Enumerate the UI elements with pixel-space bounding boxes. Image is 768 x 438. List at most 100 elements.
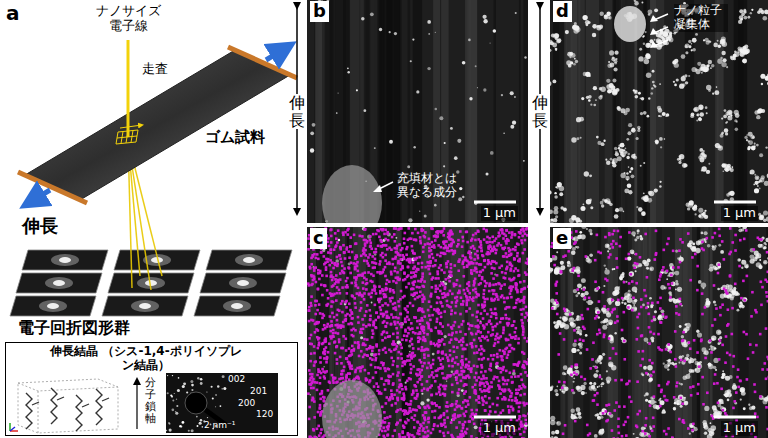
- mapped-pixel: [411, 245, 414, 248]
- mapped-pixel: [404, 436, 407, 438]
- mapped-pixel: [477, 304, 480, 307]
- mapped-pixel: [366, 260, 369, 263]
- mapped-pixel: [508, 350, 511, 353]
- reflection: [169, 429, 172, 432]
- mapped-pixel: [488, 285, 491, 288]
- reflection: [174, 393, 175, 394]
- diffraction-tile: [102, 296, 188, 316]
- mapped-pixel: [473, 339, 476, 342]
- mapped-pixel: [310, 295, 313, 298]
- mapped-pixel: [419, 371, 422, 374]
- particle: [389, 31, 391, 33]
- reflection: [196, 416, 198, 418]
- mapped-pixel: [331, 335, 334, 338]
- mapped-pixel: [352, 262, 355, 265]
- mapped-pixel: [523, 287, 526, 290]
- mapped-pixel: [454, 312, 457, 315]
- mapped-pixel: [336, 358, 339, 361]
- mapped-pixel: [478, 337, 481, 340]
- mapped-pixel: [414, 332, 417, 335]
- mapped-pixel: [428, 237, 431, 240]
- mapped-pixel: [388, 399, 391, 402]
- particle: [310, 131, 314, 135]
- mapped-pixel: [391, 263, 394, 266]
- mapped-pixel: [377, 316, 380, 319]
- mapped-pixel: [488, 241, 491, 244]
- particle: [454, 156, 458, 160]
- mapped-pixel: [427, 309, 430, 312]
- mapped-pixel: [398, 305, 401, 308]
- mapped-pixel: [423, 353, 426, 356]
- mapped-pixel: [403, 237, 406, 240]
- mapped-pixel: [447, 359, 450, 362]
- mapped-pixel: [492, 403, 495, 406]
- mapped-pixel: [319, 406, 322, 409]
- mapped-pixel: [342, 321, 345, 324]
- mapped-pixel: [447, 360, 450, 363]
- mapped-pixel: [483, 309, 486, 312]
- mapped-pixel: [515, 392, 518, 395]
- mapped-pixel: [495, 283, 498, 286]
- mapped-pixel: [375, 327, 378, 330]
- mapped-pixel: [394, 316, 397, 319]
- mapped-pixel: [395, 327, 398, 330]
- mapped-pixel: [378, 236, 381, 239]
- mapped-pixel: [407, 227, 410, 230]
- mapped-pixel: [476, 351, 479, 354]
- mapped-pixel: [522, 333, 525, 336]
- mapped-pixel: [433, 308, 436, 311]
- mapped-pixel: [527, 319, 528, 322]
- mapped-pixel: [472, 234, 475, 237]
- reflection: [200, 382, 203, 385]
- mapped-pixel: [464, 399, 467, 402]
- particle: [310, 148, 314, 152]
- reflection: [191, 384, 194, 387]
- diffraction-inset: 0022012001202 nm⁻¹: [166, 373, 278, 433]
- reflection: [196, 425, 198, 427]
- mapped-pixel: [313, 416, 316, 419]
- mapped-pixel: [393, 429, 396, 432]
- sample-label: ゴム試料: [205, 129, 265, 146]
- mapped-pixel: [503, 233, 506, 236]
- mapped-pixel: [499, 229, 502, 232]
- mapped-pixel: [308, 234, 311, 237]
- mapped-pixel: [458, 260, 461, 263]
- diffraction-halo: [51, 254, 79, 266]
- mapped-pixel: [422, 422, 425, 425]
- mapped-pixel: [477, 330, 480, 333]
- mapped-pixel: [318, 303, 321, 306]
- particle: [440, 281, 441, 282]
- mapped-pixel: [524, 415, 527, 418]
- reflection: [202, 426, 204, 428]
- mapped-pixel: [505, 229, 508, 232]
- mapped-pixel: [384, 302, 387, 305]
- particle: [379, 28, 382, 31]
- mapped-pixel: [394, 227, 397, 230]
- mapped-pixel: [388, 398, 391, 401]
- mapped-pixel: [526, 374, 528, 377]
- mapped-pixel: [323, 375, 326, 378]
- mapped-pixel: [330, 305, 333, 308]
- mapped-pixel: [438, 406, 441, 409]
- mapped-pixel: [474, 253, 477, 256]
- mapped-pixel: [391, 395, 394, 398]
- mapped-pixel: [429, 272, 432, 275]
- mapped-pixel: [391, 236, 394, 239]
- reflection: [220, 405, 222, 407]
- mapped-pixel: [370, 292, 373, 295]
- mapped-pixel: [324, 240, 327, 243]
- mapped-pixel: [358, 355, 361, 358]
- mapped-pixel: [381, 339, 384, 342]
- particle: [317, 0, 321, 4]
- particle: [475, 65, 477, 67]
- mapped-pixel: [410, 237, 413, 240]
- mapped-pixel: [459, 285, 462, 288]
- mapped-pixel: [498, 387, 501, 390]
- mapped-pixel: [502, 332, 505, 335]
- mapped-pixel: [409, 302, 412, 305]
- mapped-pixel: [466, 260, 469, 263]
- mapped-pixel: [365, 288, 368, 291]
- particle: [459, 187, 462, 190]
- mapped-pixel: [517, 342, 520, 345]
- mapped-pixel: [440, 269, 443, 272]
